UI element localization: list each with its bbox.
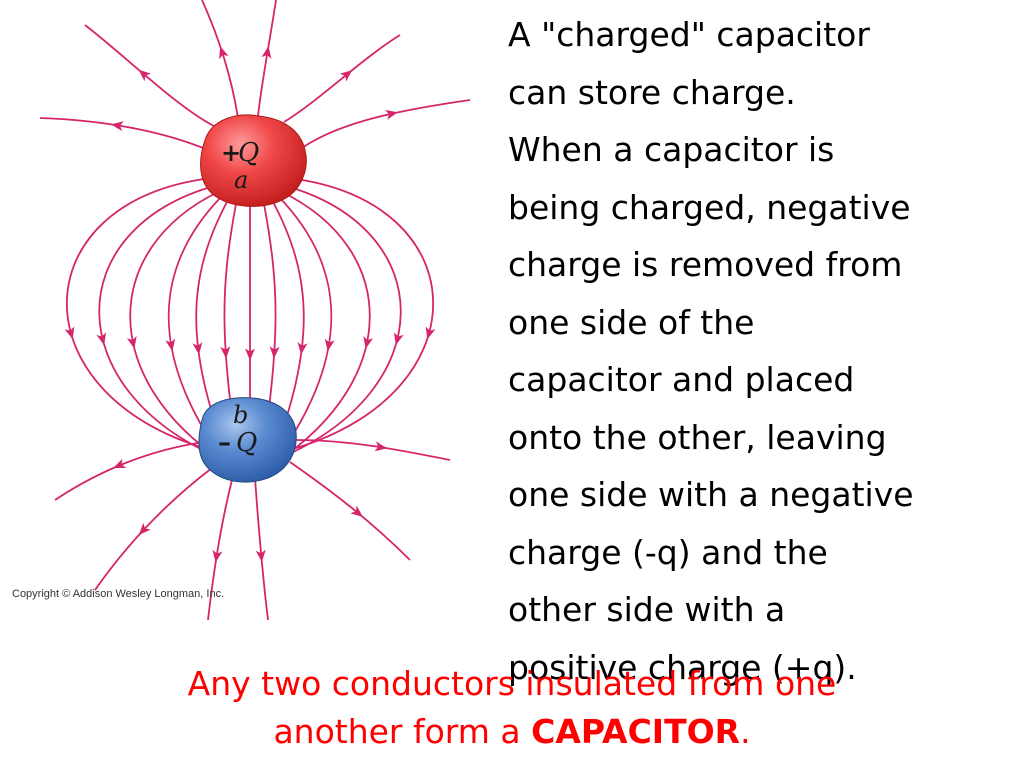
- field-arrow: [126, 336, 137, 349]
- field-arrow: [245, 348, 255, 361]
- field-arrow: [339, 70, 353, 82]
- explanation-line: other side with a: [508, 590, 786, 629]
- field-line-arrows: [64, 46, 436, 563]
- negative-charge-label: Q: [236, 428, 257, 458]
- field-line: [201, 0, 239, 119]
- field-arrow: [111, 121, 124, 132]
- explanation-line: one side with a negative: [508, 475, 914, 514]
- field-line: [66, 177, 219, 453]
- field-arrow: [374, 441, 388, 452]
- field-arrow: [138, 69, 152, 82]
- field-arrow: [363, 336, 374, 349]
- negative-point-label: b: [233, 401, 248, 429]
- definition-line-2: another form a CAPACITOR.: [0, 708, 1024, 756]
- field-arrow: [96, 332, 107, 346]
- explanation-line: A "charged" capacitor: [508, 15, 870, 54]
- field-line: [129, 191, 225, 463]
- field-line: [271, 195, 333, 467]
- negative-sign-label: –: [218, 428, 231, 458]
- field-arrow: [219, 46, 229, 60]
- capacitor-keyword: CAPACITOR: [531, 712, 741, 751]
- positive-sign-label: +: [221, 138, 241, 167]
- field-line: [295, 439, 451, 461]
- explanation-text: A "charged" capacitor can store charge. Wh…: [508, 6, 1020, 696]
- field-line: [289, 461, 411, 561]
- field-arrow: [220, 346, 231, 359]
- explanation-line: onto the other, leaving: [508, 417, 887, 457]
- field-lines: [39, 0, 471, 620]
- field-arrow: [192, 342, 203, 355]
- field-arrow: [324, 338, 335, 352]
- field-arrow: [138, 522, 151, 536]
- definition-line-2-suffix: .: [740, 712, 751, 751]
- field-line: [39, 117, 209, 151]
- field-line: [281, 177, 434, 453]
- explanation-line: charge (-q) and the: [508, 532, 828, 572]
- field-line: [94, 467, 213, 591]
- explanation-line: can store charge.: [508, 72, 796, 112]
- field-arrow: [113, 458, 127, 469]
- explanation-line: one side of the: [508, 302, 755, 342]
- field-line: [98, 185, 221, 459]
- field-arrow: [212, 549, 223, 563]
- copyright-notice: Copyright © Addison Wesley Longman, Inc.: [12, 588, 225, 600]
- field-arrow: [165, 338, 176, 352]
- field-arrow: [255, 549, 266, 563]
- field-arrow: [261, 46, 272, 59]
- explanation-line: positive charge (+q).: [508, 647, 857, 687]
- field-arrow: [425, 326, 436, 340]
- field-line: [283, 34, 401, 123]
- definition-line-1: Any two conductors insulated from one: [187, 664, 837, 703]
- field-line: [54, 441, 205, 501]
- field-arrow: [64, 326, 75, 340]
- positive-charge-label: Q: [238, 138, 259, 168]
- field-line: [279, 185, 402, 459]
- field-arrow: [297, 342, 308, 355]
- field-arrow: [350, 505, 363, 518]
- definition-line-2-prefix: another form a: [273, 712, 532, 751]
- negative-conductor: [198, 397, 297, 483]
- field-arrow: [385, 110, 398, 120]
- field-arrow: [269, 346, 280, 359]
- capacitor-definition: Any two conductors insulated from one an…: [0, 660, 1024, 756]
- positive-conductor: [200, 114, 307, 207]
- electric-field-diagram: + Q a b – Q: [39, 0, 471, 620]
- explanation-line: capacitor and placed: [508, 360, 855, 399]
- field-line: [257, 0, 277, 117]
- field-line: [207, 479, 233, 620]
- explanation-line: charge is removed from: [508, 245, 903, 284]
- explanation-line: being charged, negative: [508, 187, 911, 227]
- positive-point-label: a: [234, 166, 248, 194]
- explanation-line: When a capacitor is: [508, 130, 835, 169]
- field-arrow: [393, 332, 404, 346]
- field-line: [275, 191, 371, 463]
- field-line: [301, 99, 471, 149]
- field-line: [254, 477, 269, 620]
- field-line: [84, 24, 219, 129]
